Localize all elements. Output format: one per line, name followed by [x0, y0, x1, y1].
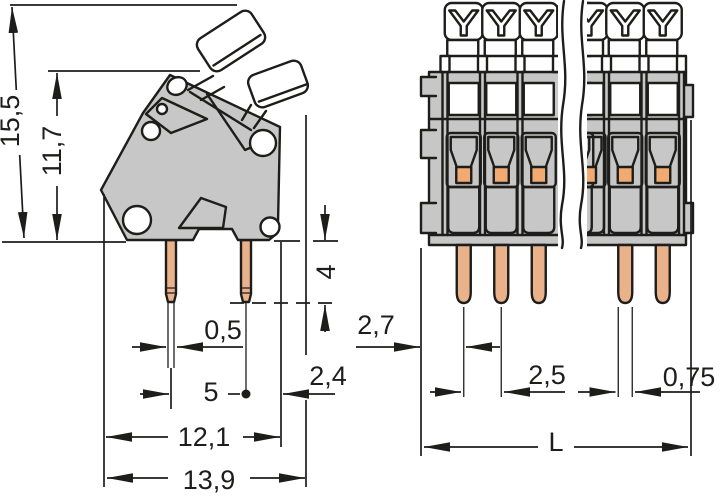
lever-arms [186, 74, 268, 130]
dimension-12-1: 12,1 [103, 194, 282, 487]
dimension-5: 5 [140, 302, 251, 409]
terminal-poles [439, 1, 688, 237]
front-view-dimensions: 2,7 2,5 0,75 L [356, 120, 715, 457]
dim-label-2-7: 2,7 [357, 310, 395, 340]
dim-label-L: L [548, 427, 563, 457]
side-view [99, 9, 310, 304]
dim-label-0-75: 0,75 [663, 362, 716, 392]
dim-label-2-4: 2,4 [309, 361, 347, 391]
dimension-2-5: 2,5 [430, 360, 566, 397]
dim-label-2-5: 2,5 [528, 360, 566, 390]
operating-lever-2 [246, 59, 310, 109]
dimension-13-9: 13,9 [107, 115, 307, 495]
dimension-0-75: 0,75 [578, 362, 716, 397]
front-view-pins [455, 243, 671, 305]
dim-label-4: 4 [311, 264, 341, 279]
dimension-2-7: 2,7 [356, 310, 500, 352]
dim-label-15-5: 15,5 [0, 95, 25, 148]
dimension-11-7: 11,7 [37, 73, 67, 240]
dim-label-5: 5 [203, 377, 218, 407]
break-line [558, 0, 587, 250]
dim-label-0-5: 0,5 [204, 315, 242, 345]
side-view-internal-details [121, 75, 281, 238]
dim-label-13-9: 13,9 [183, 465, 236, 495]
dimension-15-5: 15,5 [0, 6, 28, 239]
dimension-0-5: 0,5 [132, 302, 243, 368]
operating-lever-1 [195, 9, 267, 73]
side-view-dimensions: 15,5 11,7 0,5 5 2,4 [0, 4, 347, 495]
dim-label-11-7: 11,7 [37, 126, 67, 177]
front-view [419, 0, 695, 305]
dimension-2-4: 2,4 [283, 361, 347, 399]
dimension-L: L [424, 427, 688, 457]
dimension-4: 4 [230, 205, 341, 332]
side-view-pins [164, 238, 253, 304]
dim-label-12-1: 12,1 [178, 422, 231, 452]
